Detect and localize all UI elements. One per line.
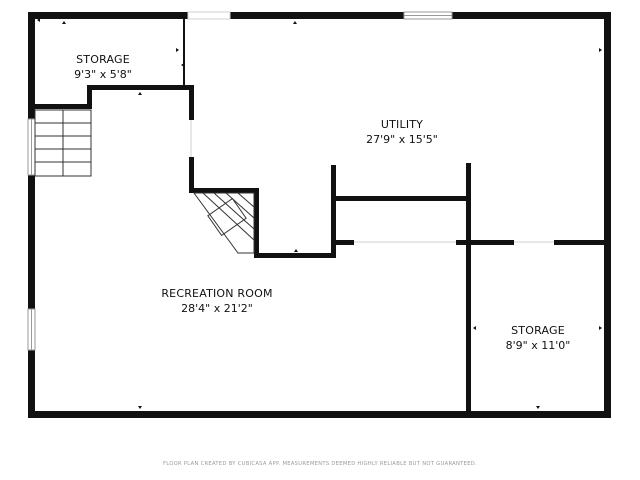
- marker: [599, 48, 602, 52]
- openings: [190, 120, 554, 243]
- marker: [138, 406, 142, 409]
- wall-markers: [37, 18, 602, 409]
- marker: [599, 326, 602, 330]
- staircase-lower-outline: [193, 192, 255, 254]
- storage-right-top-wall-left: [456, 240, 514, 245]
- staircase-upper: [34, 109, 92, 177]
- door-top: [187, 11, 231, 20]
- recreation-room-dims: 28'4" x 21'2": [181, 302, 253, 315]
- storage-bottom-right-dims: 8'9" x 11'0": [506, 339, 571, 352]
- marker: [181, 63, 184, 67]
- footer-disclaimer: FLOOR PLAN CREATED BY CUBICASA APP. MEAS…: [163, 461, 477, 467]
- walls: [28, 12, 611, 418]
- stair-tread: [237, 192, 255, 208]
- exterior-wall-left-lower: [28, 350, 35, 418]
- exterior-wall-left-middle: [28, 175, 35, 309]
- storage-inner-wall: [87, 85, 194, 90]
- storage-top-left-dims: 9'3" x 5'8": [74, 68, 132, 81]
- marker: [293, 21, 297, 24]
- marker: [473, 326, 476, 330]
- marker: [176, 48, 179, 52]
- marker: [138, 92, 142, 95]
- storage-step-wall: [87, 86, 92, 109]
- exterior-wall-top-right: [452, 12, 611, 19]
- storage-bottom-wall: [35, 104, 91, 109]
- storage-top-left-name: STORAGE: [76, 53, 130, 66]
- stair-landing-side-wall: [254, 188, 259, 258]
- recreation-room-name: RECREATION ROOM: [161, 287, 272, 300]
- stair-tread: [213, 192, 255, 230]
- storage-doorway: [177, 19, 183, 85]
- exterior-wall-left-upper: [28, 12, 35, 119]
- exterior-wall-right: [604, 12, 611, 418]
- utility-bottom-wall-left: [254, 253, 336, 258]
- storage-right-top-wall-right: [554, 240, 604, 245]
- storage-right-divider-wall: [466, 163, 471, 411]
- staircase-lower: [193, 192, 255, 254]
- marker: [37, 18, 40, 22]
- utility-inner-wall-vertical: [331, 165, 336, 258]
- utility-dims: 27'9" x 15'5": [366, 133, 438, 146]
- stair-tread: [225, 192, 255, 219]
- storage-bottom-right-name: STORAGE: [511, 324, 565, 337]
- marker: [62, 21, 66, 24]
- utility-bottom-wall-stub: [336, 240, 354, 245]
- stair-tread: [202, 192, 255, 241]
- stair-landing-box: [207, 197, 247, 237]
- marker: [536, 406, 540, 409]
- storage-divider-wall: [183, 19, 185, 85]
- stair-landing-top-wall: [189, 188, 259, 193]
- hall-wall-upper: [189, 85, 194, 120]
- hall-wall-lower: [189, 157, 194, 193]
- exterior-wall-top-left: [28, 12, 188, 19]
- utility-name: UTILITY: [381, 118, 423, 131]
- exterior-wall-bottom: [28, 411, 611, 418]
- utility-inner-wall-horizontal: [336, 196, 470, 201]
- exterior-wall-top-middle: [230, 12, 404, 19]
- marker: [294, 249, 298, 252]
